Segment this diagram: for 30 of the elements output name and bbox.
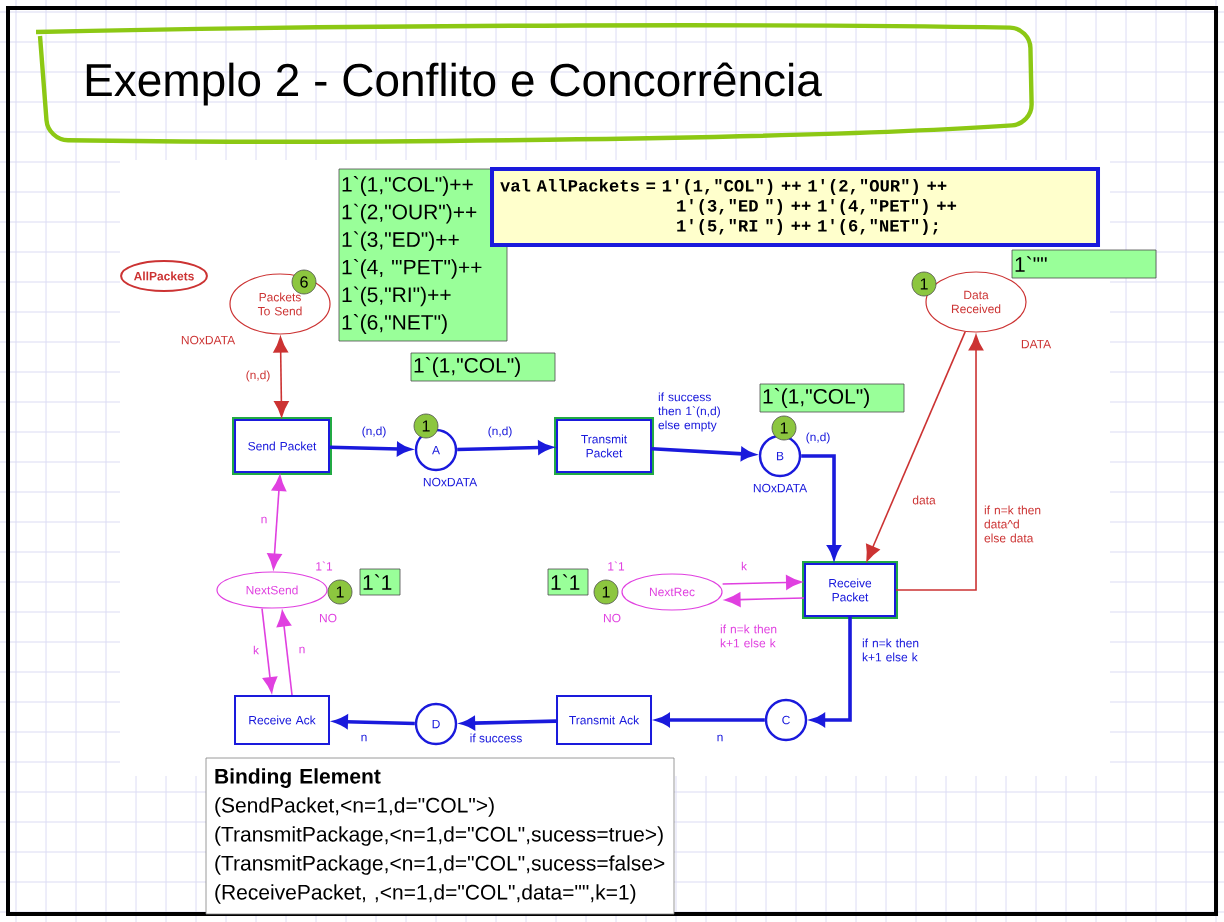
marking-box: 1`(1,"COL")	[410, 352, 556, 382]
binding-element-box: Binding Element (SendPacket,<n=1,d="COL">) (TransmitPackage,<n=1,d="COL",sucess=true>) (TransmitPackage,<n=1,d="COL",sucess=false> (ReceivePacket, ,<n=1,d="COL",data="",k=1)	[205, 757, 675, 915]
token-count: 1	[593, 579, 619, 605]
arc-arrow	[801, 454, 841, 559]
declaration-box: val AllPackets = 1'(1,"COL") ++ 1'(2,"OUR") ++ 1'(3,"ED ") ++ 1'(4,"PET") ++ 1'(5,"RI ") ++ 1'(6,"NET");	[490, 167, 1100, 247]
marking-box: 1`1	[547, 568, 589, 596]
arc-arrow	[461, 716, 557, 730]
arc-arrow	[457, 441, 552, 454]
arc-arrow	[261, 607, 278, 693]
token-count: 1	[327, 579, 353, 605]
arc-arrow	[267, 475, 287, 570]
arc-arrow	[721, 575, 802, 590]
arc-arrow	[276, 610, 293, 696]
arc-arrow	[273, 336, 289, 417]
arc-arrow	[811, 617, 852, 727]
arc-arrow	[656, 713, 765, 727]
marking-box: 1`1	[359, 568, 401, 596]
arc-arrow	[866, 331, 966, 562]
marking-box: 1`""	[1011, 249, 1157, 279]
arc-arrow	[724, 592, 805, 607]
token-count: 1	[413, 413, 439, 439]
arc-arrow	[329, 442, 411, 456]
token-count: 1	[911, 271, 937, 297]
token-count: 6	[291, 269, 317, 295]
title: Exemplo 2 - Conflito e Concorrência	[86, 62, 822, 106]
token-count: 1	[771, 415, 797, 441]
marking-box: 1`(1,"COL")	[759, 383, 905, 413]
arc-arrow	[651, 446, 755, 461]
arc-arrow	[334, 715, 415, 729]
arc-arrow	[895, 334, 984, 591]
